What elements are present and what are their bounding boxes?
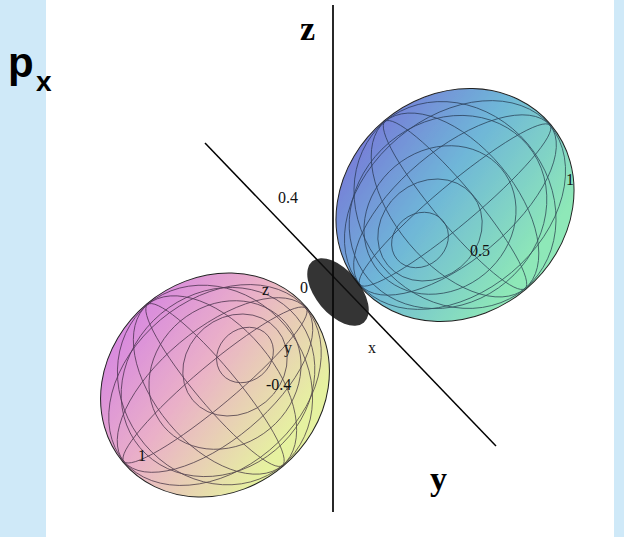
orbital-name: p xyxy=(8,42,34,84)
tick-value: 1 xyxy=(138,448,146,464)
tick-value: 1 xyxy=(566,172,574,188)
orbital-subscript: x xyxy=(36,68,52,96)
axis-label: z xyxy=(300,12,315,46)
tick-value: 0.5 xyxy=(470,243,490,259)
axis-label: z xyxy=(262,282,269,298)
tick-value: 0.4 xyxy=(278,190,298,206)
axis-label: y xyxy=(430,462,447,496)
tick-value: -0.4 xyxy=(266,377,291,393)
axis-label: x xyxy=(368,340,376,356)
tick-value: 0 xyxy=(300,280,308,296)
side-band xyxy=(614,0,624,537)
axis-label: y xyxy=(284,340,292,356)
